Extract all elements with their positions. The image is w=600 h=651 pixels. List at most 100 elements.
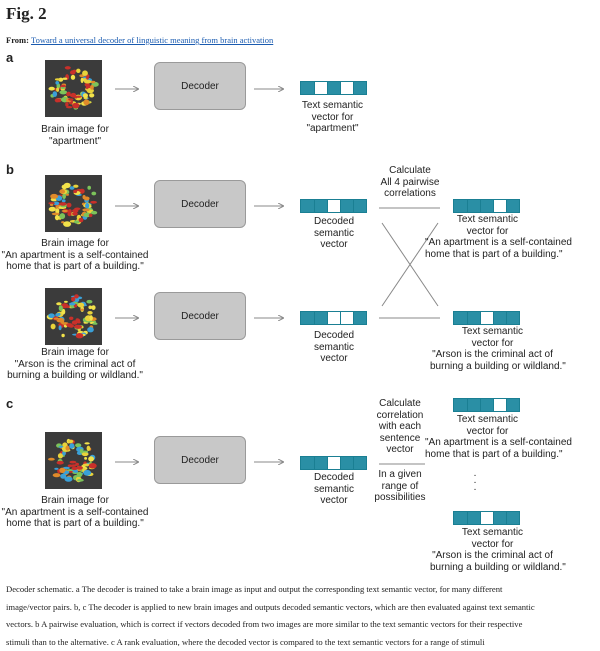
label-line: Brain image for <box>30 124 120 136</box>
caption-line: Decoder schematic. a The decoder is trai… <box>6 581 594 599</box>
text-vector-c2 <box>453 511 520 525</box>
label-line: home that is part of a building." <box>425 249 550 261</box>
vector-cell <box>353 312 366 324</box>
brain-slice-icon <box>45 432 102 489</box>
label-line: Text semantic <box>425 214 550 226</box>
vector-cell <box>301 200 314 212</box>
brain-slice-icon <box>45 175 102 232</box>
caption-line: image/vector pairs. b, c The decoder is … <box>6 599 594 617</box>
vector-cell <box>327 82 340 94</box>
label-line: burning a building or wildland." <box>430 562 555 574</box>
label-line: vector for <box>290 112 375 124</box>
vector-cell <box>340 457 353 469</box>
label-line: sentence <box>370 433 430 445</box>
label-line: range of <box>370 481 430 493</box>
panel-a-letter: a <box>6 50 13 65</box>
label-line: "Arson is the criminal act of <box>0 359 150 371</box>
vector-cell <box>327 312 340 324</box>
label-line: correlation <box>370 410 430 422</box>
vector-cell <box>301 82 314 94</box>
figure-caption: Decoder schematic. a The decoder is trai… <box>6 581 594 651</box>
brain-label-a: Brain image for"apartment" <box>30 124 120 147</box>
text-vector-b2 <box>453 311 520 325</box>
vector-cell <box>340 82 353 94</box>
panel-b-letter: b <box>6 162 14 177</box>
decoded-vector-c <box>300 456 367 470</box>
text-vector-c1 <box>453 398 520 412</box>
brain-slice-icon <box>45 60 102 117</box>
vector-cell <box>506 312 519 324</box>
vector-cell <box>467 512 480 524</box>
label-line: "An apartment is a self-contained <box>0 250 150 262</box>
vector-cell <box>327 200 340 212</box>
decoded-vector-b1 <box>300 199 367 213</box>
vector-cell <box>506 512 519 524</box>
caption-line: stimuli than to the alternative. c A ran… <box>6 634 594 651</box>
label-line: home that is part of a building." <box>0 261 150 273</box>
vector-cell <box>480 312 493 324</box>
label-line: vector <box>370 444 430 456</box>
label-line: Text semantic <box>430 527 555 539</box>
vector-cell <box>454 200 467 212</box>
vector-cell <box>340 312 353 324</box>
brain-label-b1: Brain image for"An apartment is a self-c… <box>0 238 150 273</box>
label-line: Text semantic <box>290 100 375 112</box>
vector-cell <box>506 399 519 411</box>
vector-cell <box>454 512 467 524</box>
vector-cell <box>467 399 480 411</box>
vector-cell <box>314 457 327 469</box>
label-line: Brain image for <box>0 347 150 359</box>
label-line: burning a building or wildland." <box>0 370 150 382</box>
label-line: Brain image for <box>0 495 150 507</box>
brain-image-b1 <box>45 175 102 232</box>
panel-c-letter: c <box>6 396 13 411</box>
label-line: possibilities <box>370 492 430 504</box>
label-line: semantic <box>295 484 373 496</box>
decoder-box-c: Decoder <box>154 436 246 484</box>
vector-cell <box>301 457 314 469</box>
vector-cell <box>506 200 519 212</box>
label-line: "apartment" <box>30 136 120 148</box>
brain-image-c <box>45 432 102 489</box>
label-line: vector <box>295 353 373 365</box>
label-line: "apartment" <box>290 123 375 135</box>
label-line: "An apartment is a self-contained <box>425 237 550 249</box>
vector-cell <box>353 200 366 212</box>
vector-cell <box>467 312 480 324</box>
vector-cell <box>493 512 506 524</box>
label-line: Calculate <box>370 165 450 177</box>
vector-cell <box>480 512 493 524</box>
vector-cell <box>493 399 506 411</box>
brain-image-b2 <box>45 288 102 345</box>
label-line: burning a building or wildland." <box>430 361 555 373</box>
label-line: Decoded <box>295 472 373 484</box>
vector-cell <box>301 312 314 324</box>
vector-cell <box>467 200 480 212</box>
label-line: home that is part of a building." <box>0 518 150 530</box>
label-line: "An apartment is a self-contained <box>0 507 150 519</box>
brain-label-b2: Brain image for"Arson is the criminal ac… <box>0 347 150 382</box>
label-line: "Arson is the criminal act of <box>430 550 555 562</box>
vector-cell <box>340 200 353 212</box>
label-line: semantic <box>295 342 373 354</box>
caption-line: vectors. b A pairwise evaluation, which … <box>6 616 594 634</box>
brain-slice-icon <box>45 288 102 345</box>
brain-label-c: Brain image for"An apartment is a self-c… <box>0 495 150 530</box>
text-vector-b1 <box>453 199 520 213</box>
brain-image-a <box>45 60 102 117</box>
label-line: vector for <box>430 338 555 350</box>
vector-cell <box>314 200 327 212</box>
decoder-box-b1: Decoder <box>154 180 246 228</box>
label-line: Decoded <box>295 330 373 342</box>
vector-cell <box>493 312 506 324</box>
label-line: Calculate <box>370 398 430 410</box>
vector-cell <box>327 457 340 469</box>
